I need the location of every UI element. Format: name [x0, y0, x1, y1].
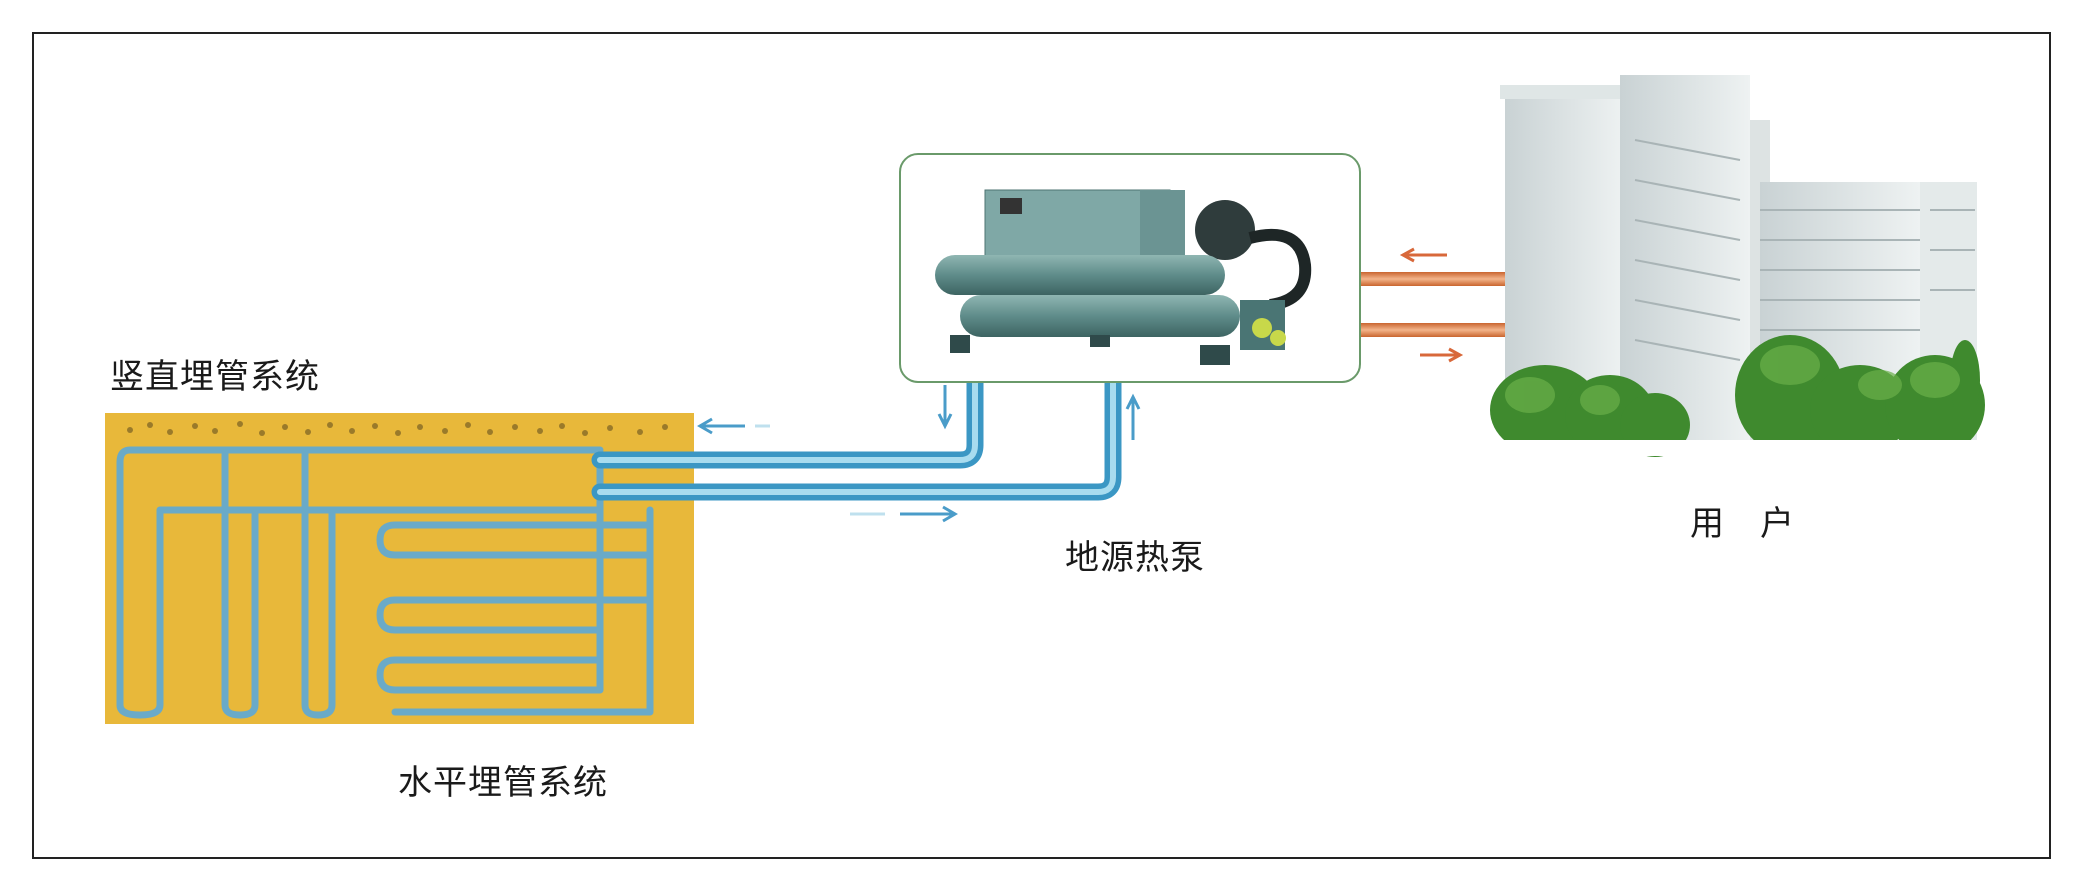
heat-pump-unit	[899, 153, 1361, 383]
flow-arrows	[697, 247, 1464, 523]
arrow-left-hot-icon	[1399, 247, 1447, 263]
ground-loop-field	[105, 413, 694, 724]
diagram-frame	[32, 32, 2051, 859]
arrow-right-icon	[850, 505, 958, 523]
arrow-left-icon	[697, 417, 770, 435]
vertical-system-label: 竖直埋管系统	[110, 357, 320, 397]
arrow-right-hot-icon	[1420, 347, 1464, 363]
horizontal-system-label: 水平埋管系统	[398, 763, 608, 803]
arrow-down-icon	[937, 385, 953, 430]
building-pipes	[1360, 272, 1505, 337]
user-label: 用 户	[1690, 504, 1795, 544]
ground-pipes	[591, 373, 1122, 501]
arrow-up-icon	[1125, 393, 1141, 440]
user-buildings	[1487, 75, 1985, 457]
heat-pump-label: 地源热泵	[1065, 538, 1205, 578]
